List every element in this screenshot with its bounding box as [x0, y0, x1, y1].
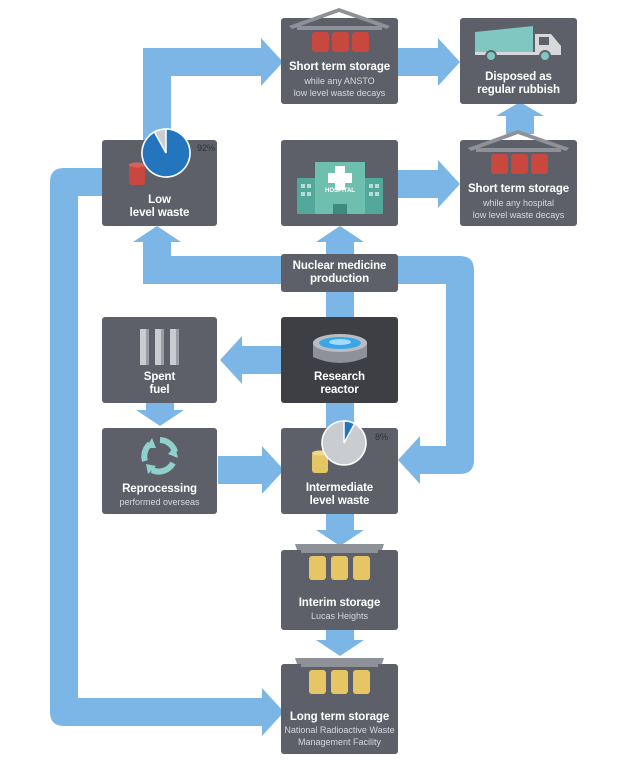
garbage-truck-icon — [475, 26, 561, 62]
spent-fuel-title-line1: Spent — [143, 371, 176, 383]
arrow-head-to-intermediate — [398, 436, 420, 484]
yellow-barrel-icon — [312, 450, 328, 473]
warehouse-yellow-barrels-icon — [295, 658, 384, 694]
arrow-head-to-intermediate-left — [262, 446, 284, 494]
short-term-storage-ansto-sub2: low level waste decays — [293, 88, 386, 98]
low-level-waste-title-line1: Low — [148, 194, 171, 206]
arrow-head-down-to-interim — [316, 530, 364, 546]
short-term-storage-ansto-title: Short term storage — [288, 61, 391, 73]
intermediate-pie-chart — [321, 420, 367, 466]
spent-fuel: Spent fuel — [102, 317, 217, 403]
fuel-rods-icon — [140, 329, 179, 365]
hospital-building-icon — [297, 162, 383, 214]
low-level-pie-share-slice — [141, 128, 191, 178]
low-level-pie-chart — [141, 128, 191, 178]
arrow-reactor-to-medicine — [326, 290, 354, 318]
low-level-waste-title-line2: level waste — [129, 207, 190, 219]
research-reactor-title-line2: reactor — [320, 384, 359, 396]
warehouse-red-barrels-icon — [468, 130, 569, 174]
arrow-low-to-longterm — [50, 168, 264, 726]
arrow-head-to-hospital-storage — [438, 160, 460, 208]
long-term-storage-sub2: Management Facility — [297, 737, 382, 747]
nuclear-medicine-title-line2: production — [309, 273, 370, 285]
arrow-reactor-to-spent-shaft — [240, 346, 282, 374]
intermediate-title-line2: level waste — [309, 495, 370, 507]
arrow-head-down-to-longterm — [316, 640, 364, 656]
hospital-sign: HOSPITAL — [325, 188, 355, 194]
arrow-medicine-to-low-vertical — [143, 238, 171, 284]
long-term-storage-title: Long term storage — [289, 711, 390, 723]
interim-storage-title: Interim storage — [298, 597, 381, 609]
arrow-head-up-to-hospital — [316, 226, 364, 242]
arrow-head-to-spent-fuel — [220, 336, 242, 384]
arrow-head-to-ansto-storage — [261, 38, 283, 86]
spent-fuel-title-line2: fuel — [149, 384, 170, 396]
arrow-intermediate-to-interim-shaft — [326, 514, 354, 532]
interim-storage: Interim storage Lucas Heights — [281, 544, 398, 630]
nuclear-medicine-title-line1: Nuclear medicine — [292, 260, 387, 272]
recycle-icon — [141, 437, 178, 475]
warehouse-yellow-barrels-icon — [295, 544, 384, 580]
arrow-head-down-to-reprocessing — [136, 410, 184, 426]
interim-storage-sub: Lucas Heights — [310, 611, 369, 621]
short-term-storage-hospital-sub1: while any hospital — [482, 198, 555, 208]
arrow-medicine-to-intermediate — [398, 256, 474, 474]
arrow-head-to-disposed — [438, 38, 460, 86]
arrow-hospital-to-storage-shaft — [398, 170, 440, 198]
research-reactor-title-line1: Research — [314, 371, 365, 383]
long-term-storage-sub1: National Radioactive Waste — [284, 725, 395, 735]
reprocessing: Reprocessing performed overseas — [102, 428, 217, 514]
intermediate-percent-label: 8% — [375, 432, 389, 442]
reprocessing-sub: performed overseas — [119, 497, 200, 507]
low-level-percent-label: 92% — [197, 143, 216, 153]
reactor-pool-icon — [313, 334, 367, 363]
arrow-head-to-longterm — [262, 688, 284, 736]
arrow-low-to-ansto-horizontal — [143, 48, 263, 76]
long-term-storage: Long term storage National Radioactive W… — [281, 658, 398, 754]
arrow-head-up-to-low-waste — [133, 226, 181, 242]
red-barrel-icon — [129, 162, 145, 185]
arrow-hospital-storage-to-disposed-shaft — [506, 114, 534, 134]
disposed-title-line2: regular rubbish — [477, 84, 560, 96]
nuclear-medicine-production: Nuclear medicine production — [281, 254, 398, 292]
disposed-title-line1: Disposed as — [485, 71, 552, 83]
hospital: HOSPITAL — [281, 140, 398, 226]
short-term-storage-ansto-sub1: while any ANSTO — [304, 76, 375, 86]
intermediate-title-line1: Intermediate — [305, 482, 374, 494]
short-term-storage-hospital: Short term storage while any hospital lo… — [460, 130, 577, 226]
intermediate-pie-share-slice — [343, 420, 356, 444]
arrow-head-up-to-disposed — [496, 102, 544, 116]
short-term-storage-hospital-title: Short term storage — [467, 183, 570, 195]
arrow-ansto-to-disposed-shaft — [398, 48, 440, 76]
research-reactor: Research reactor — [281, 317, 398, 403]
arrow-reprocessing-to-intermediate-shaft — [218, 456, 264, 484]
short-term-storage-hospital-sub2: low level waste decays — [472, 210, 565, 220]
arrow-interim-to-longterm-shaft — [326, 628, 354, 642]
disposed-as-rubbish: Disposed as regular rubbish — [460, 18, 577, 104]
short-term-storage-ansto: Short term storage while any ANSTO low l… — [281, 8, 398, 104]
warehouse-red-barrels-icon — [289, 8, 390, 52]
reprocessing-title: Reprocessing — [122, 483, 197, 495]
